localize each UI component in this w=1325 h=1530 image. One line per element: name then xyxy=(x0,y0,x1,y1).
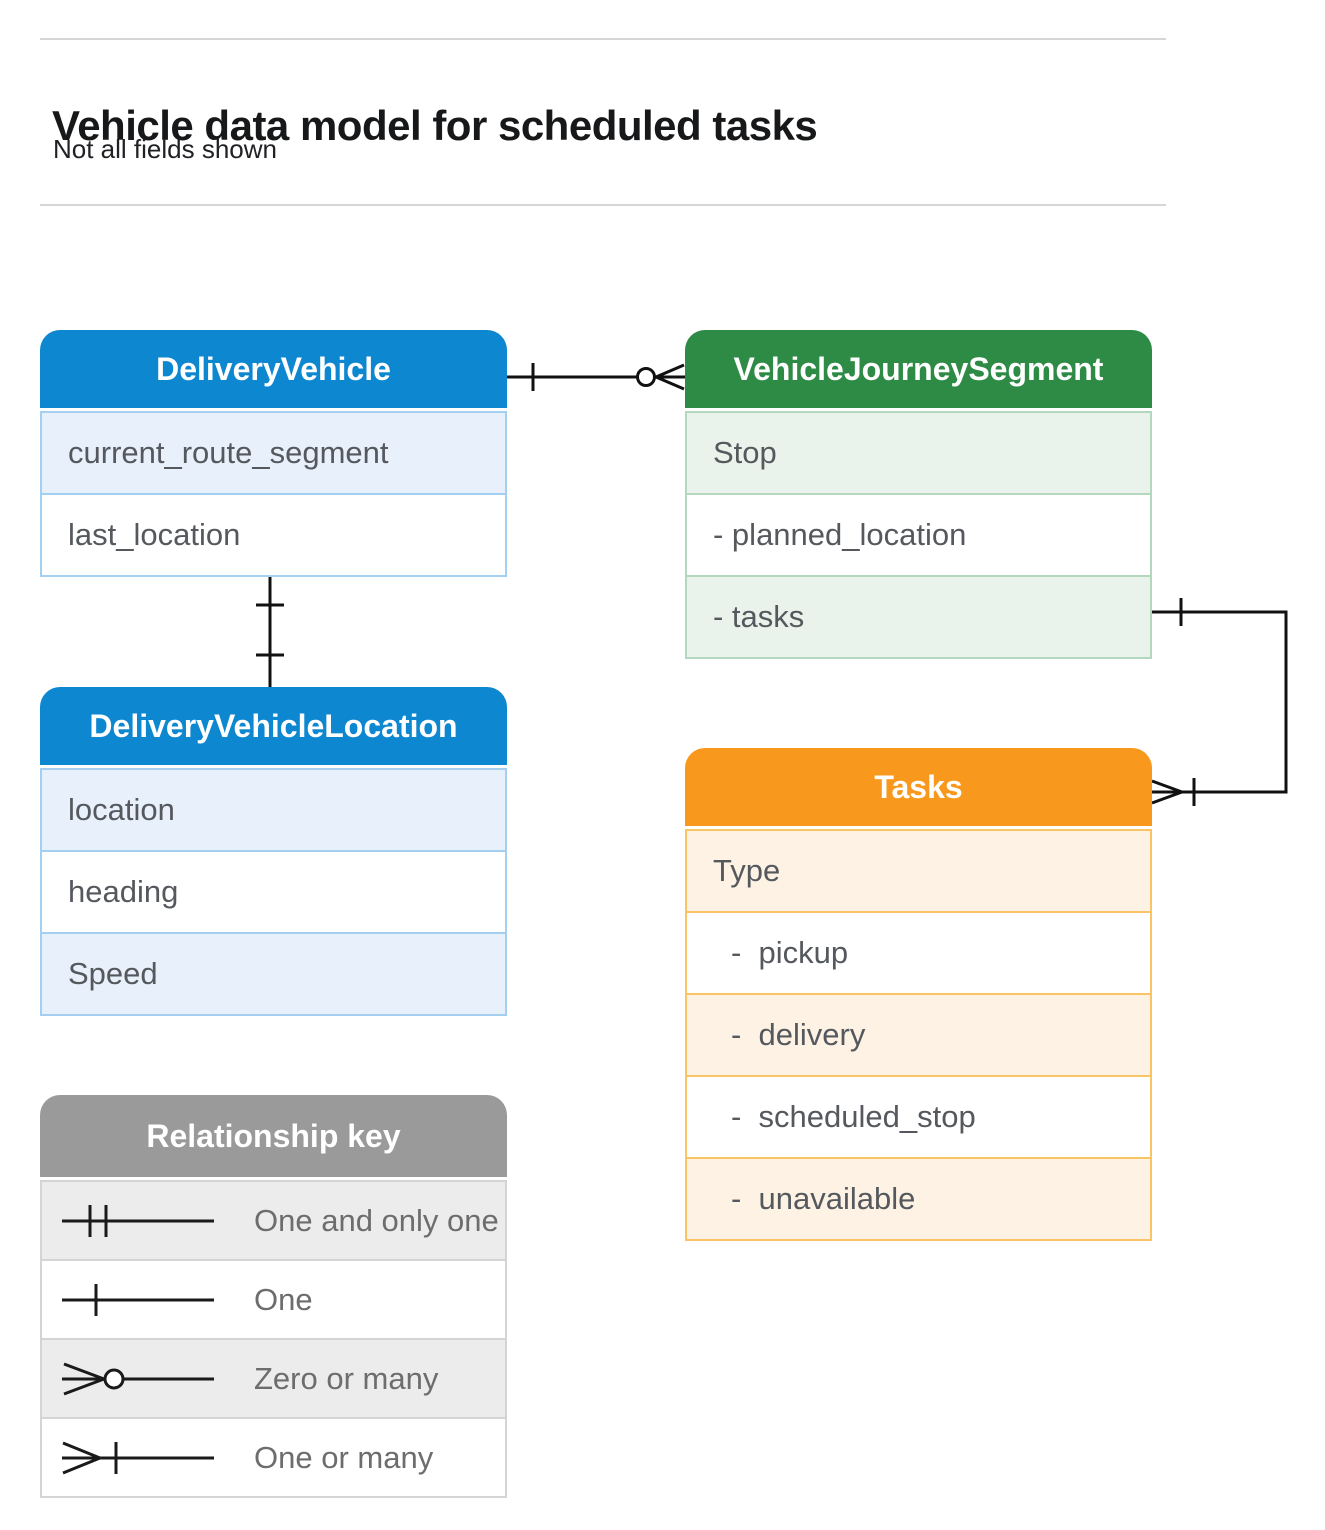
legend-item-label: Zero or many xyxy=(254,1360,439,1396)
legend-title: Relationship key xyxy=(40,1095,507,1177)
legend-item: One xyxy=(42,1259,505,1338)
legend-item-label: One xyxy=(254,1281,313,1317)
field-row: Type xyxy=(687,831,1150,911)
legend-item-label: One and only one xyxy=(254,1202,499,1238)
entity-title: Tasks xyxy=(685,748,1152,826)
legend-item-label: One or many xyxy=(254,1439,434,1475)
field-row: - pickup xyxy=(687,911,1150,993)
field-row: - tasks xyxy=(687,575,1150,657)
page-subtitle: Not all fields shown xyxy=(53,134,277,164)
entity-delivery-vehicle: DeliveryVehicle current_route_segment la… xyxy=(40,330,507,577)
one-symbol xyxy=(62,1283,214,1316)
entity-tasks: Tasks Type - pickup - delivery - schedul… xyxy=(685,748,1152,1241)
entity-field-list: location heading Speed xyxy=(40,768,507,1016)
field-row: location xyxy=(42,770,505,850)
connector-deliveryvehicle-vehiclejourneysegment xyxy=(507,363,685,391)
zero-marker xyxy=(636,367,656,387)
entity-title: VehicleJourneySegment xyxy=(685,330,1152,408)
legend-item: One or many xyxy=(42,1417,505,1496)
page-title: Vehicle data model for scheduled tasks xyxy=(52,102,818,150)
field-row: Stop xyxy=(687,413,1150,493)
one-or-many-symbol xyxy=(62,1441,214,1474)
entity-title: DeliveryVehicleLocation xyxy=(40,687,507,765)
connector-deliveryvehicle-deliveryvehiclelocation xyxy=(256,575,284,688)
entity-delivery-vehicle-location: DeliveryVehicleLocation location heading… xyxy=(40,687,507,1016)
field-row: last_location xyxy=(42,493,505,575)
field-row: - unavailable xyxy=(687,1157,1150,1239)
top-divider xyxy=(40,38,1166,40)
legend-item: Zero or many xyxy=(42,1338,505,1417)
connector-vehiclejourneysegment-tasks xyxy=(1151,598,1288,806)
legend-item: One and only one xyxy=(42,1182,505,1259)
entity-field-list: Stop - planned_location - tasks xyxy=(685,411,1152,659)
field-row: - scheduled_stop xyxy=(687,1075,1150,1157)
entity-field-list: Type - pickup - delivery - scheduled_sto… xyxy=(685,829,1152,1241)
many-marker xyxy=(655,363,685,391)
header-divider xyxy=(40,204,1166,206)
field-row: current_route_segment xyxy=(42,413,505,493)
one-and-only-one-symbol xyxy=(62,1204,214,1237)
field-row: heading xyxy=(42,850,505,932)
zero-or-many-symbol xyxy=(62,1362,214,1395)
entity-vehicle-journey-segment: VehicleJourneySegment Stop - planned_loc… xyxy=(685,330,1152,659)
field-row: - planned_location xyxy=(687,493,1150,575)
many-marker xyxy=(1151,779,1183,805)
field-row: - delivery xyxy=(687,993,1150,1075)
entity-title: DeliveryVehicle xyxy=(40,330,507,408)
relationship-key-legend: Relationship key One and only one One Ze… xyxy=(40,1095,507,1498)
legend-item-list: One and only one One Zero or many One or… xyxy=(40,1180,507,1498)
entity-field-list: current_route_segment last_location xyxy=(40,411,507,577)
field-row: Speed xyxy=(42,932,505,1014)
